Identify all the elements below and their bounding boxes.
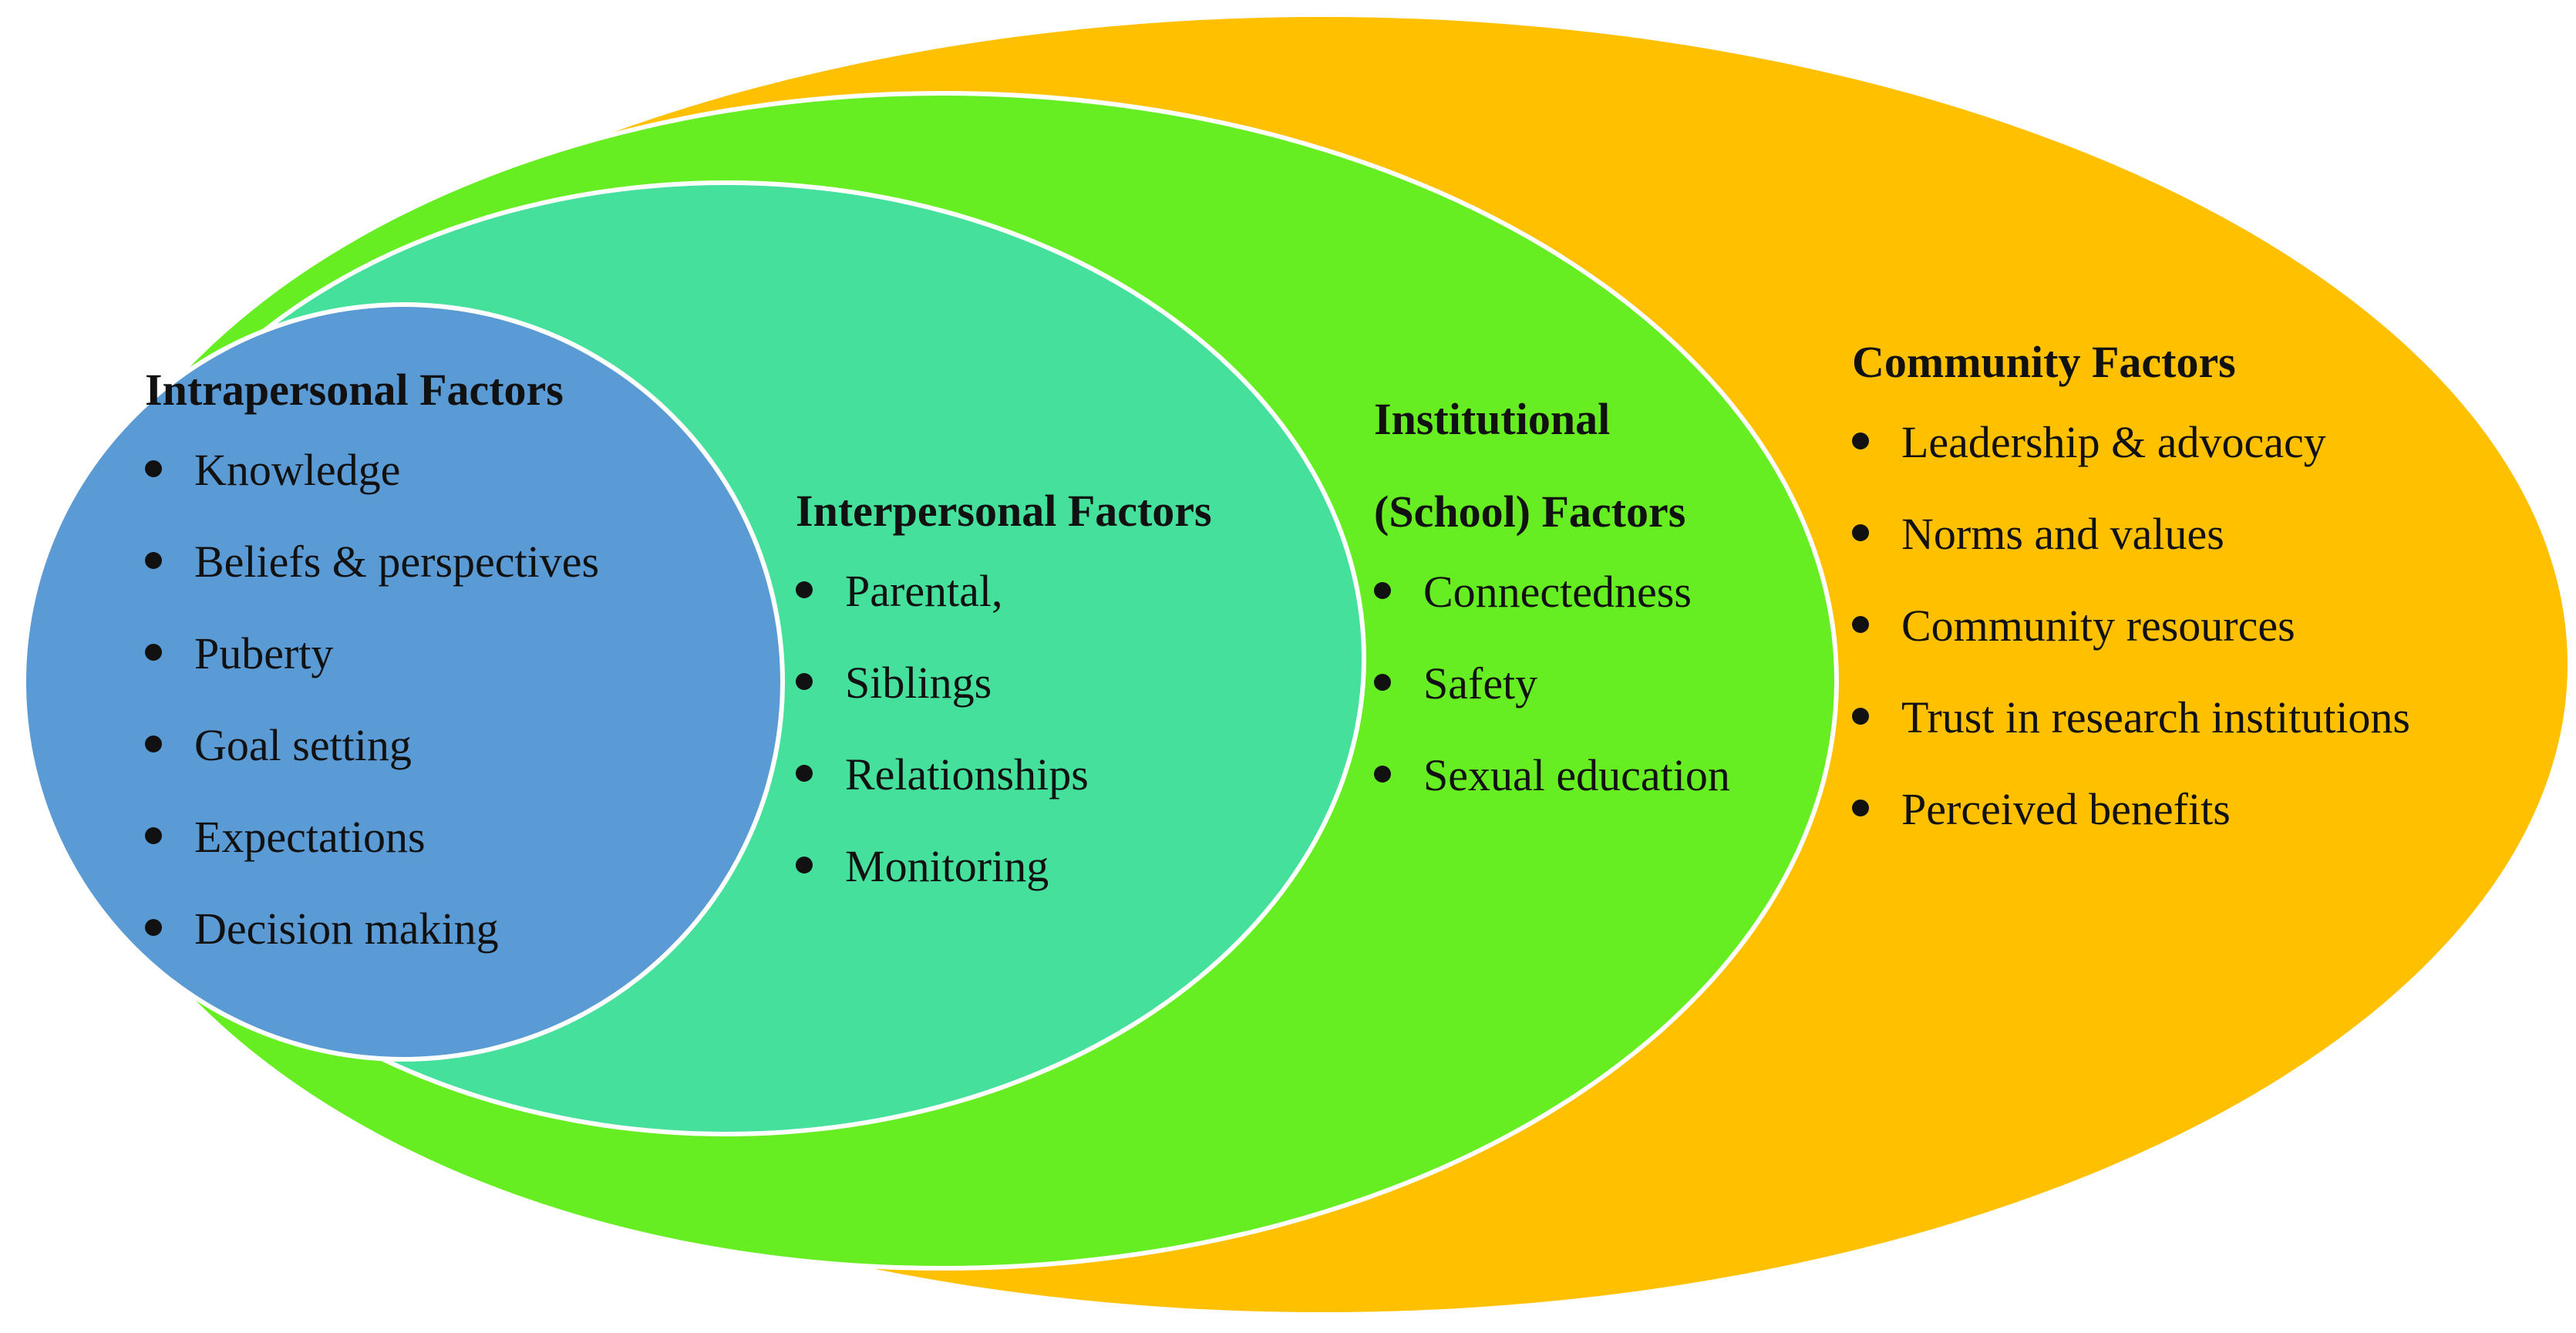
list-item: Safety bbox=[1374, 661, 1730, 753]
list-item-label: Trust in research institutions bbox=[1901, 692, 2411, 742]
list-item-label: Leadership & advocacy bbox=[1901, 417, 2326, 467]
list-item: Beliefs & perspectives bbox=[145, 540, 599, 631]
institutional-group: Institutional (School) Factors Connected… bbox=[1374, 397, 1730, 845]
list-item-label: Perceived benefits bbox=[1901, 784, 2231, 834]
bullet-icon bbox=[145, 460, 162, 477]
list-item: Trust in research institutions bbox=[1852, 695, 2410, 787]
list-item: Goal setting bbox=[145, 723, 599, 815]
bullet-icon bbox=[145, 644, 162, 661]
bullet-icon bbox=[1852, 433, 1869, 449]
intrapersonal-circle bbox=[22, 302, 785, 1062]
list-item-label: Siblings bbox=[845, 658, 992, 708]
list-item: Connectedness bbox=[1374, 570, 1730, 661]
bullet-icon bbox=[1852, 799, 1869, 816]
list-item-label: Goal setting bbox=[194, 720, 412, 770]
bullet-icon bbox=[796, 673, 813, 690]
bullet-icon bbox=[1374, 674, 1391, 691]
bullet-icon bbox=[145, 919, 162, 936]
institutional-title-line2: (School) Factors bbox=[1374, 486, 1686, 537]
bullet-icon bbox=[1374, 582, 1391, 599]
institutional-title-line1: Institutional bbox=[1374, 394, 1611, 444]
list-item: Expectations bbox=[145, 815, 599, 907]
bullet-icon bbox=[145, 827, 162, 844]
bullet-icon bbox=[796, 857, 813, 874]
bullet-icon bbox=[1852, 616, 1869, 633]
list-item: Knowledge bbox=[145, 448, 599, 540]
list-item: Community resources bbox=[1852, 604, 2410, 695]
list-item-label: Parental, bbox=[845, 566, 1003, 616]
bullet-icon bbox=[1852, 708, 1869, 725]
list-item: Perceived benefits bbox=[1852, 787, 2410, 879]
list-item-label: Beliefs & perspectives bbox=[194, 537, 600, 587]
bullet-icon bbox=[145, 552, 162, 569]
list-item-label: Community resources bbox=[1901, 601, 2295, 651]
interpersonal-title: Interpersonal Factors bbox=[796, 486, 1212, 536]
list-item: Decision making bbox=[145, 907, 599, 998]
bullet-icon bbox=[1374, 766, 1391, 783]
list-item: Sexual education bbox=[1374, 753, 1730, 845]
list-item-label: Expectations bbox=[194, 812, 426, 862]
list-item: Puberty bbox=[145, 631, 599, 723]
list-item-label: Decision making bbox=[194, 904, 499, 954]
bullet-icon bbox=[1852, 524, 1869, 541]
list-item-label: Puberty bbox=[194, 628, 334, 678]
bullet-icon bbox=[796, 581, 813, 598]
intrapersonal-title: Intrapersonal Factors bbox=[145, 365, 564, 415]
list-item: Leadership & advocacy bbox=[1852, 420, 2410, 512]
list-item: Siblings bbox=[796, 661, 1212, 752]
bullet-icon bbox=[145, 736, 162, 752]
community-title: Community Factors bbox=[1852, 337, 2236, 387]
list-item-label: Monitoring bbox=[845, 841, 1049, 891]
list-item: Monitoring bbox=[796, 844, 1212, 936]
list-item-label: Relationships bbox=[845, 749, 1089, 799]
list-item: Norms and values bbox=[1852, 512, 2410, 604]
list-item-label: Sexual education bbox=[1423, 750, 1730, 800]
list-item: Parental, bbox=[796, 569, 1212, 661]
bullet-icon bbox=[796, 765, 813, 782]
list-item-label: Norms and values bbox=[1901, 509, 2224, 559]
list-item: Relationships bbox=[796, 752, 1212, 844]
list-item-label: Knowledge bbox=[194, 445, 401, 495]
list-item-label: Safety bbox=[1423, 658, 1538, 709]
list-item-label: Connectedness bbox=[1423, 567, 1692, 617]
